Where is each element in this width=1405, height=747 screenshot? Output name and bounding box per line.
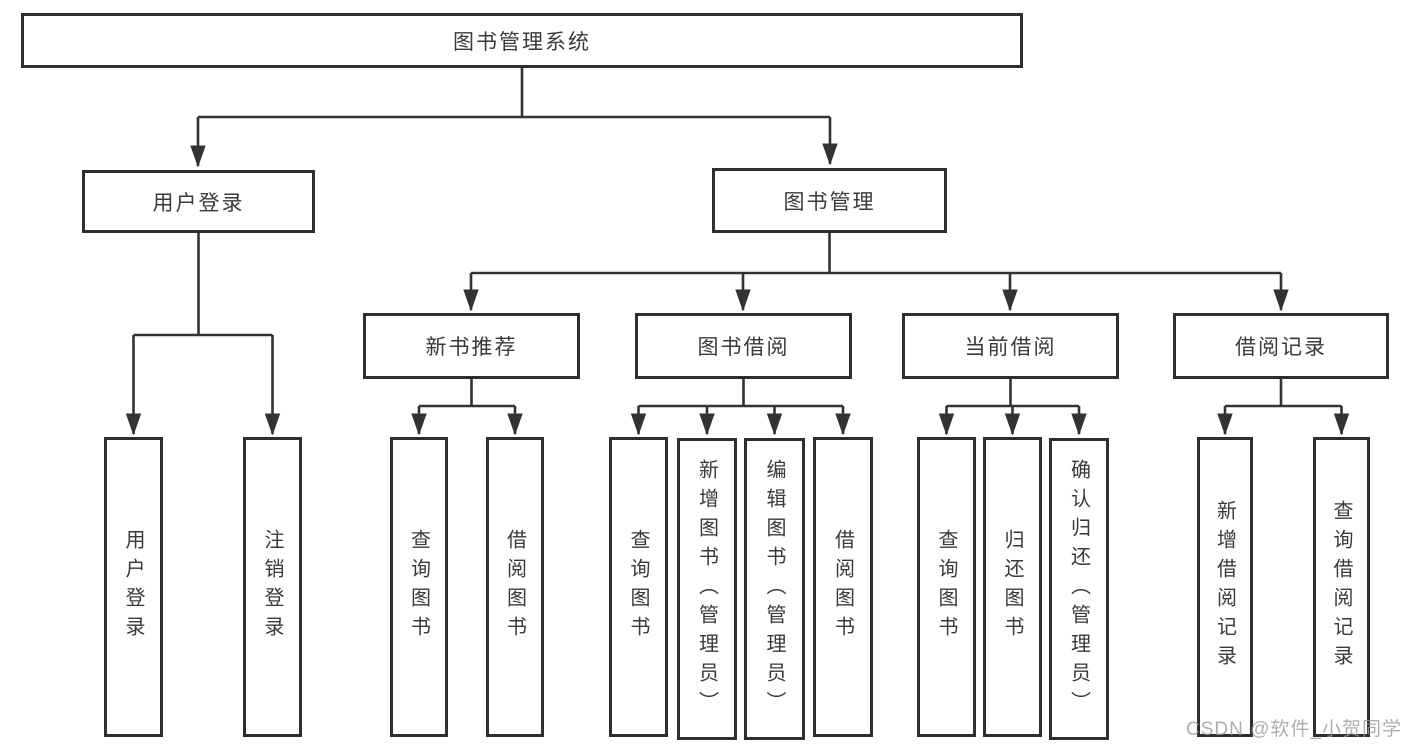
node-label: 查询借阅记录 — [1330, 500, 1352, 674]
leaf-query-borrow-record: 查询借阅记录 — [1313, 437, 1370, 737]
node-label: 借阅图书 — [503, 529, 526, 645]
leaf-logout: 注销登录 — [243, 437, 302, 737]
node-label: 新增图书（管理员） — [695, 458, 718, 720]
node-label: 新书推荐 — [425, 336, 518, 359]
node-current-borrowing: 当前借阅 — [902, 313, 1119, 379]
leaf-borrow-books-recommend: 借阅图书 — [486, 437, 544, 737]
node-book-borrowing: 图书借阅 — [635, 313, 852, 379]
csdn-watermark: CSDN @软件_小贺同学 — [1186, 719, 1402, 740]
node-label: 新增借阅记录 — [1213, 500, 1236, 674]
node-label: 确认归还（管理员） — [1067, 458, 1090, 720]
leaf-add-borrow-record: 新增借阅记录 — [1197, 437, 1253, 737]
node-root-system: 图书管理系统 — [21, 13, 1023, 68]
node-label: 查询图书 — [627, 529, 649, 645]
node-label: 当前借阅 — [964, 336, 1057, 359]
node-borrowing-records: 借阅记录 — [1173, 313, 1389, 379]
node-label: 查询图书 — [935, 529, 957, 645]
node-label: 编辑图书（管理员） — [763, 458, 785, 720]
leaf-return-books: 归还图书 — [983, 437, 1042, 737]
leaf-query-books-current: 查询图书 — [917, 437, 976, 737]
node-label: 图书管理 — [783, 190, 876, 214]
node-label: 用户登录 — [122, 529, 144, 645]
node-new-book-recommend: 新书推荐 — [363, 313, 580, 379]
node-label: 注销登录 — [261, 529, 283, 645]
leaf-confirm-return-admin: 确认归还（管理员） — [1049, 438, 1109, 740]
leaf-user-login: 用户登录 — [104, 437, 163, 737]
leaf-add-books-admin: 新增图书（管理员） — [677, 438, 737, 740]
node-label: 查询图书 — [407, 529, 430, 645]
leaf-edit-books-admin: 编辑图书（管理员） — [744, 438, 805, 740]
node-label: 借阅图书 — [831, 529, 854, 645]
node-label: 借阅记录 — [1235, 336, 1327, 359]
leaf-borrow-books: 借阅图书 — [813, 437, 873, 737]
node-label: 图书管理系统 — [453, 30, 591, 54]
leaf-query-books-recommend: 查询图书 — [390, 437, 448, 737]
node-user-login: 用户登录 — [82, 170, 315, 233]
node-book-management: 图书管理 — [712, 168, 947, 233]
node-label: 归还图书 — [1001, 529, 1023, 645]
node-label: 用户登录 — [152, 191, 245, 215]
node-label: 图书借阅 — [697, 336, 790, 359]
leaf-query-books-borrow: 查询图书 — [609, 437, 668, 737]
